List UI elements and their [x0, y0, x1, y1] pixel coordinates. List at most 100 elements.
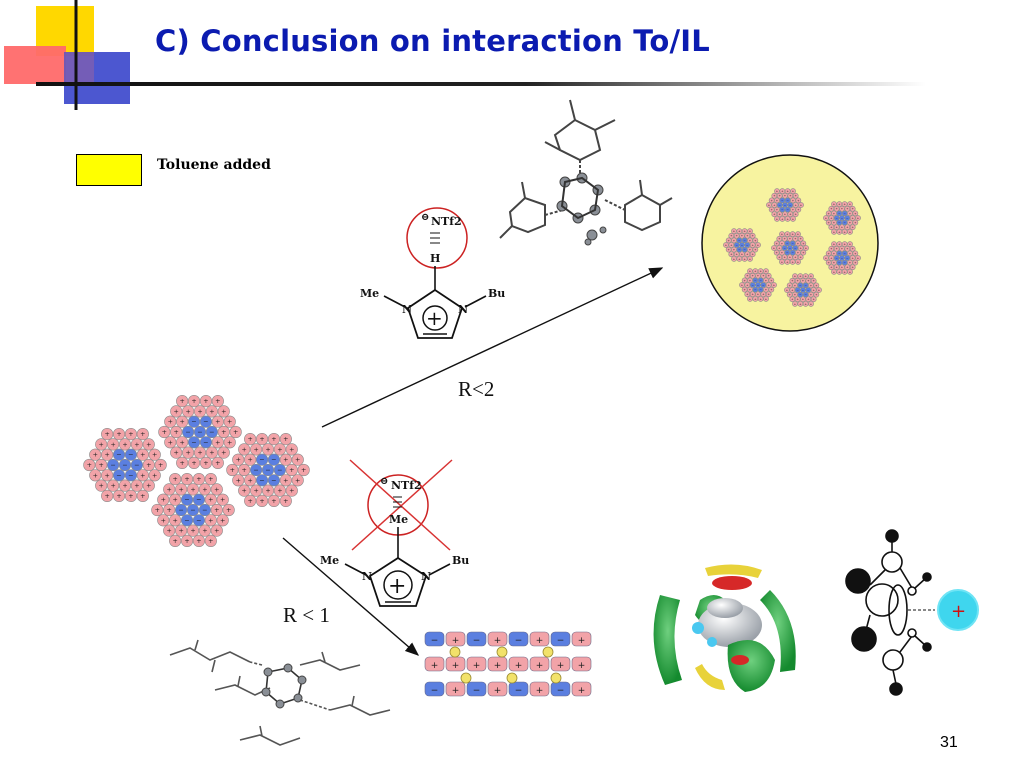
svg-text:−: − [802, 288, 805, 292]
svg-text:+: + [810, 274, 813, 278]
svg-text:+: + [221, 449, 226, 457]
svg-text:−: − [277, 466, 282, 474]
svg-text:+: + [812, 297, 815, 301]
svg-text:+: + [854, 261, 857, 265]
svg-text:+: + [825, 216, 828, 220]
svg-text:+: + [104, 471, 109, 479]
svg-text:+: + [110, 482, 115, 490]
svg-text:+: + [781, 260, 784, 264]
ion-cluster: +++++++++++−−++++−−−++++−−+++++++++++ [739, 268, 777, 302]
svg-text:−: − [253, 466, 258, 474]
svg-text:+: + [754, 297, 757, 301]
svg-text:+: + [765, 278, 768, 282]
svg-text:+: + [247, 476, 252, 484]
svg-text:+: + [184, 475, 189, 483]
svg-text:+: + [283, 497, 288, 505]
svg-text:+: + [203, 459, 208, 467]
svg-text:+: + [773, 203, 776, 207]
svg-text:+: + [765, 297, 768, 301]
svg-text:+: + [792, 189, 795, 193]
svg-text:+: + [797, 208, 800, 212]
svg-text:−: − [271, 476, 276, 484]
svg-text:+: + [812, 279, 815, 283]
svg-text:+: + [247, 456, 252, 464]
svg-text:+: + [168, 438, 173, 446]
svg-text:+: + [749, 248, 752, 252]
svg-text:+: + [146, 440, 151, 448]
svg-text:+: + [749, 288, 752, 292]
svg-text:H: H [430, 252, 440, 265]
svg-text:−: − [781, 208, 784, 212]
svg-text:+: + [93, 471, 98, 479]
ion-cluster: +++++++++++−−++++−−−++++−−+++++++++++ [784, 273, 822, 307]
ion-cluster-group: +++++++++++−−++++−−−++++−−++++++++++++++… [83, 395, 310, 547]
svg-text:+: + [799, 237, 802, 241]
svg-text:+: + [161, 496, 166, 504]
svg-text:+: + [128, 430, 133, 438]
svg-text:−: − [754, 288, 757, 292]
svg-text:−: − [754, 278, 757, 282]
svg-text:+: + [146, 461, 151, 469]
svg-text:−: − [431, 686, 439, 696]
svg-text:+: + [236, 456, 241, 464]
svg-text:−: − [178, 506, 183, 514]
svg-text:+: + [762, 292, 765, 296]
svg-text:⊖: ⊖ [421, 212, 429, 223]
svg-text:+: + [167, 485, 172, 493]
svg-text:−: − [751, 283, 754, 287]
svg-text:+: + [265, 445, 270, 453]
svg-text:+: + [767, 283, 770, 287]
svg-text:+: + [797, 232, 800, 236]
svg-text:+: + [851, 225, 854, 229]
svg-text:+: + [770, 208, 773, 212]
svg-text:+: + [172, 496, 177, 504]
svg-text:+: + [818, 288, 821, 292]
svg-text:+: + [220, 496, 225, 504]
svg-text:+: + [197, 407, 202, 415]
svg-text:+: + [746, 274, 749, 278]
svg-text:+: + [849, 211, 852, 215]
svg-text:+: + [833, 242, 836, 246]
svg-text:+: + [473, 661, 481, 671]
svg-text:+: + [788, 283, 791, 287]
svg-text:+: + [851, 207, 854, 211]
svg-text:+: + [289, 445, 294, 453]
svg-text:−: − [134, 461, 139, 469]
svg-text:+: + [215, 459, 220, 467]
ion-cluster: +++++++++++−−++++−−−++++−−+++++++++++ [151, 473, 235, 547]
svg-text:+: + [846, 247, 849, 251]
svg-text:+: + [789, 237, 792, 241]
svg-text:+: + [741, 234, 744, 238]
svg-text:−: − [794, 246, 797, 250]
svg-text:+: + [578, 636, 586, 646]
svg-text:+: + [167, 527, 172, 535]
svg-text:+: + [781, 232, 784, 236]
svg-text:+: + [289, 487, 294, 495]
svg-text:+: + [778, 237, 781, 241]
svg-text:−: − [184, 516, 189, 524]
svg-text:+: + [778, 255, 781, 259]
svg-text:+: + [167, 506, 172, 514]
svg-text:+: + [155, 506, 160, 514]
svg-text:+: + [730, 243, 733, 247]
svg-text:+: + [757, 292, 760, 296]
svg-text:+: + [778, 194, 781, 198]
svg-text:−: − [838, 211, 841, 215]
svg-text:+: + [833, 221, 836, 225]
svg-text:+: + [152, 451, 157, 459]
legend-label: Toluene added [157, 157, 271, 173]
svg-text:+: + [797, 260, 800, 264]
svg-text:+: + [794, 212, 797, 216]
svg-text:+: + [214, 527, 219, 535]
svg-text:+: + [172, 537, 177, 545]
svg-text:+: + [749, 297, 752, 301]
svg-text:+: + [259, 435, 264, 443]
svg-text:+: + [807, 279, 810, 283]
svg-text:+: + [749, 229, 752, 233]
svg-text:−: − [783, 246, 786, 250]
svg-text:−: − [265, 466, 270, 474]
svg-text:+: + [849, 202, 852, 206]
cation-pi-schematic: + [845, 529, 979, 696]
svg-text:−: − [757, 283, 760, 287]
